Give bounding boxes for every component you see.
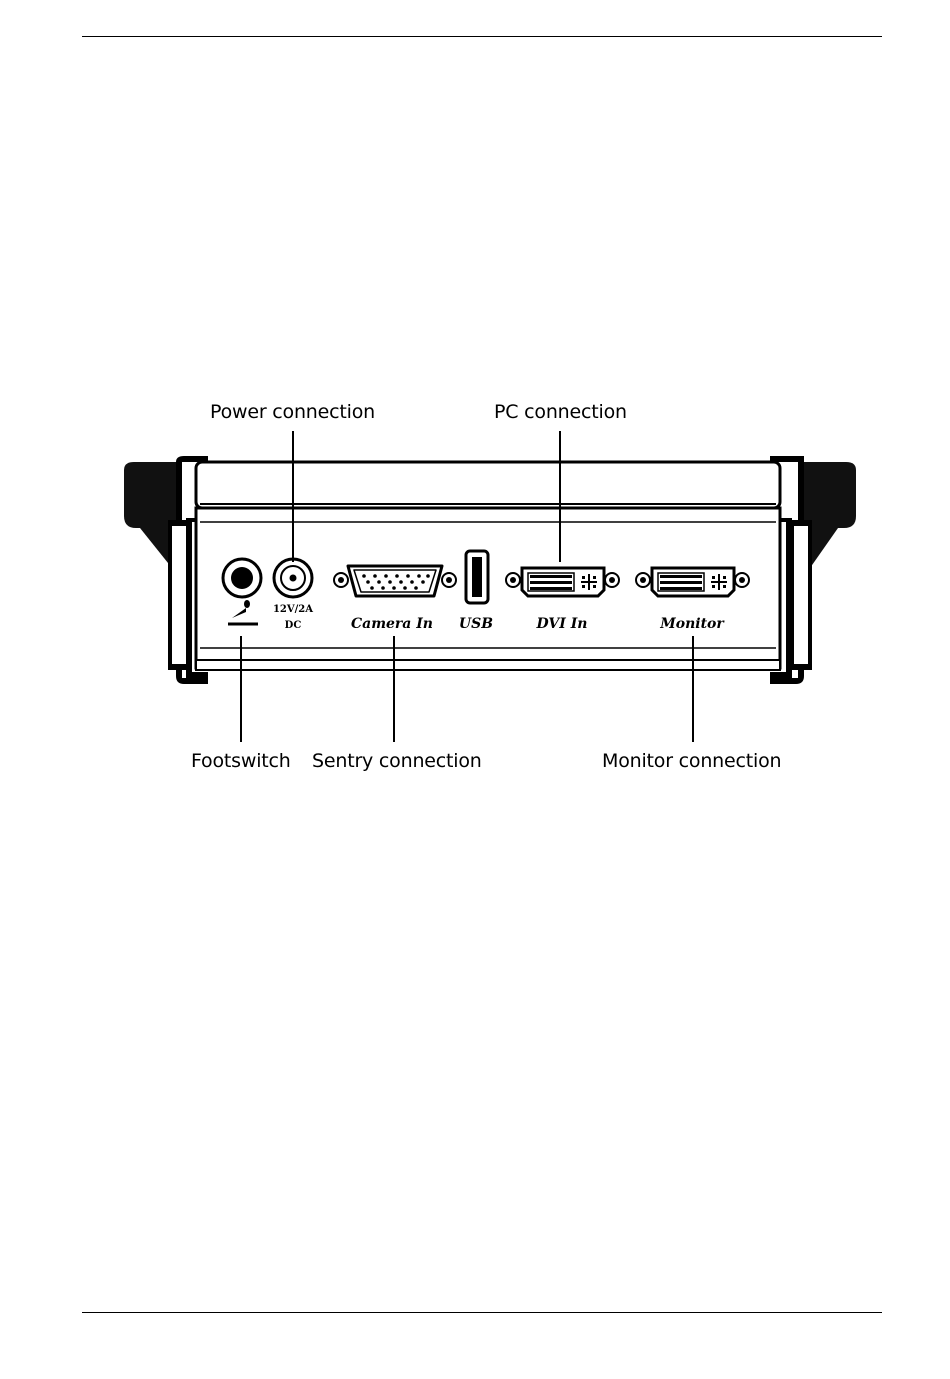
pc-connection-callout: PC connection <box>494 401 627 423</box>
sentry-connection-callout: Sentry connection <box>312 750 482 772</box>
usb-label: USB <box>459 616 493 632</box>
monitor-label: Monitor <box>659 616 725 632</box>
footswitch-callout: Footswitch <box>191 750 291 772</box>
dvi-in-label: DVI In <box>536 616 588 632</box>
monitor-connection-callout: Monitor connection <box>602 750 781 772</box>
power-rating-line2: DC <box>285 620 302 631</box>
camera-in-label: Camera In <box>351 616 433 632</box>
top-housing <box>196 462 780 508</box>
power-rating-line1: 12V/2A <box>273 604 313 615</box>
power-connection-callout: Power connection <box>210 401 375 423</box>
right-handle <box>770 456 856 684</box>
